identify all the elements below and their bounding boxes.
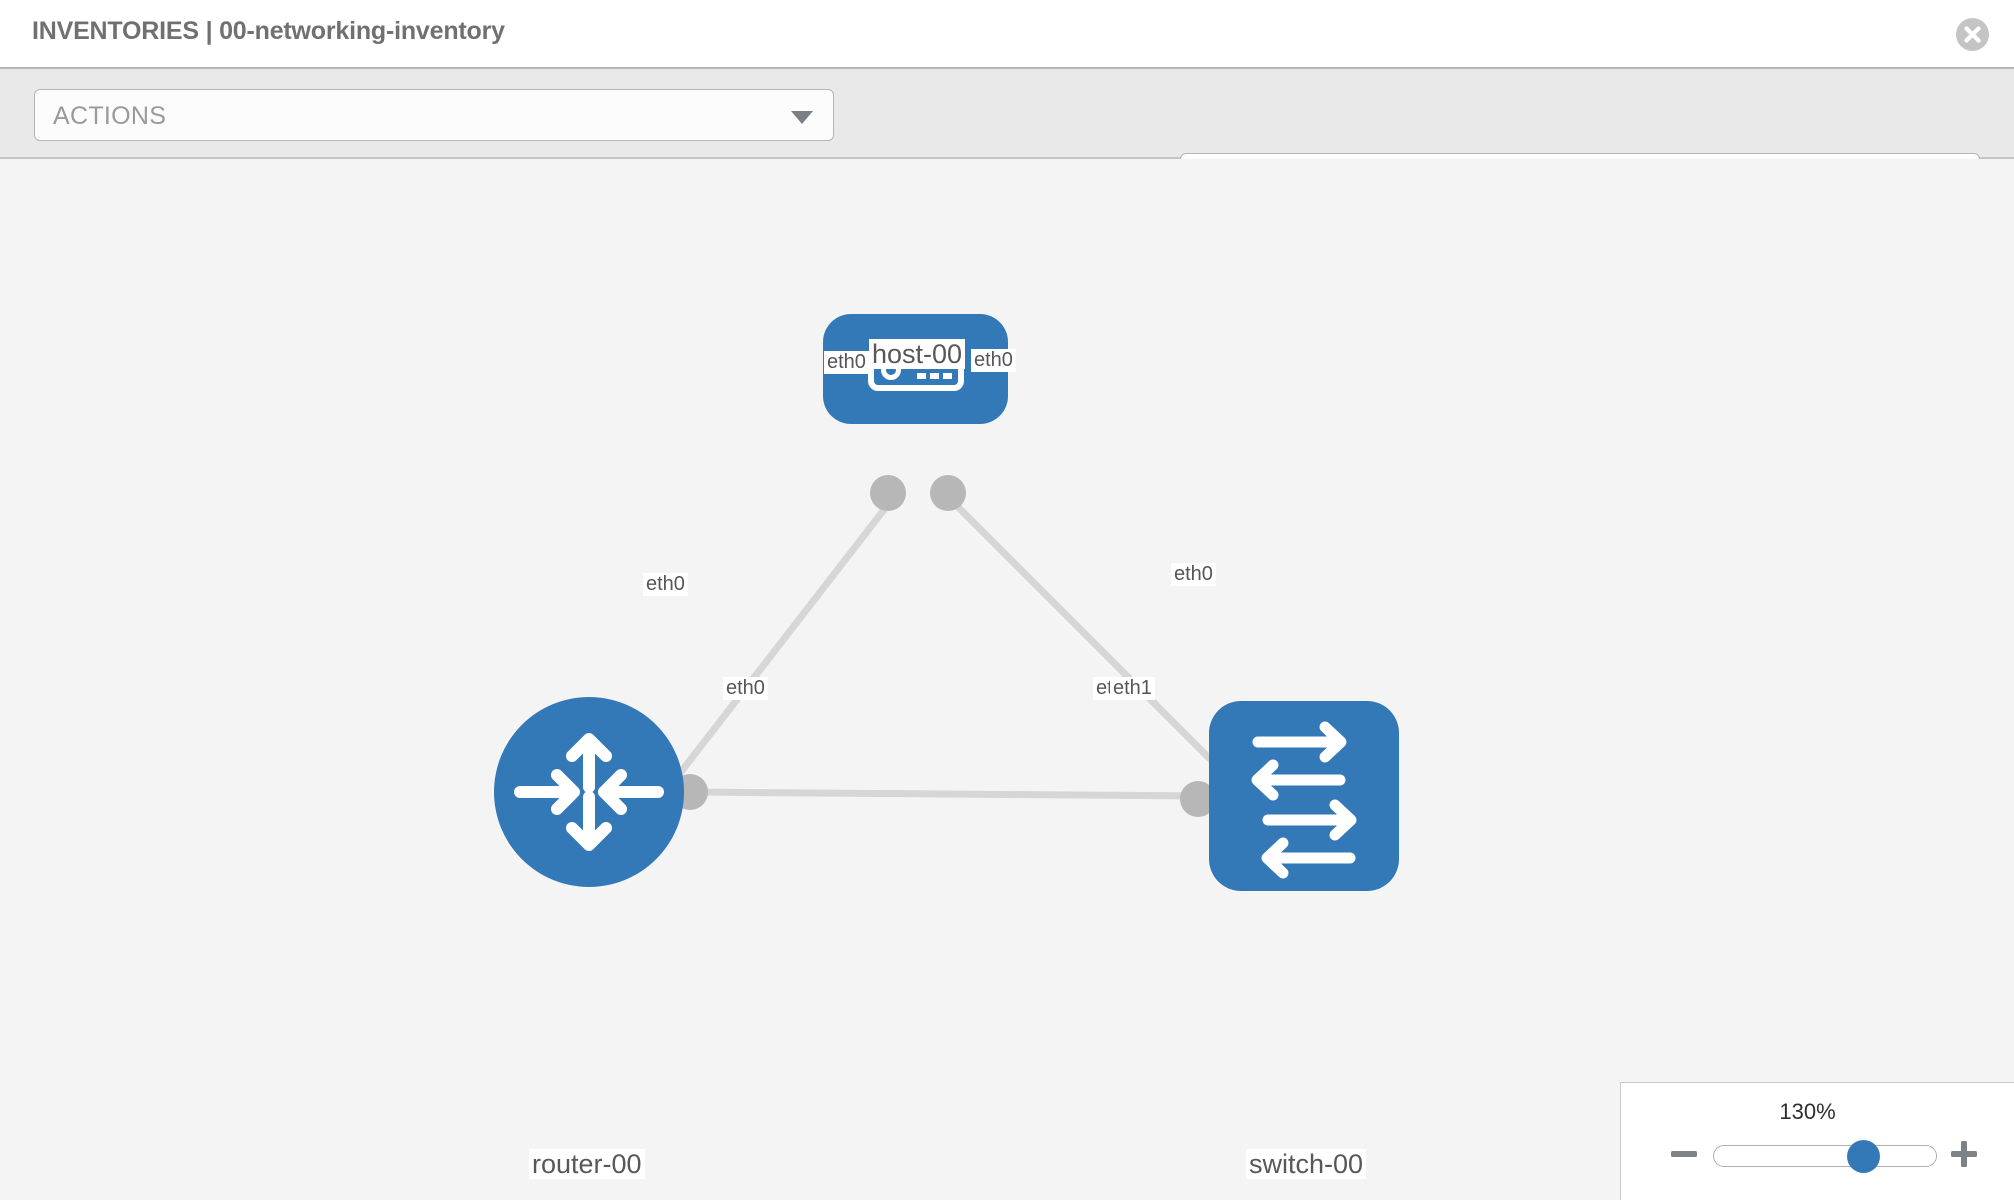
zoom-control-panel: 130% (1620, 1082, 2014, 1200)
link-host-switch (937, 486, 1235, 784)
zoom-level-value: 130% (1779, 1099, 1836, 1124)
link-host-router (657, 486, 903, 802)
iface-label-switch-host: eth0 (1171, 563, 1216, 586)
node-label-switch-00: switch-00 (1246, 1149, 1367, 1180)
iface-label-host-switch: eth0 (971, 349, 1016, 372)
node-router-00 (494, 697, 684, 887)
zoom-out-button[interactable] (1669, 1139, 1699, 1169)
topology-links (657, 486, 1235, 802)
port-marker (1180, 781, 1216, 817)
iface-label-router-switch: eth0 (723, 677, 768, 700)
node-switch-00 (1209, 701, 1399, 891)
switch-arrows-icon (1251, 721, 1357, 879)
close-circle-icon[interactable] (1956, 18, 1989, 51)
node-label-router-00: router-00 (529, 1149, 645, 1180)
port-marker (930, 475, 966, 511)
actions-dropdown-label: ACTIONS (53, 102, 167, 130)
iface-label-host-router: eth0 (824, 351, 869, 374)
link-router-switch (689, 788, 1201, 800)
zoom-slider[interactable] (1713, 1140, 1937, 1173)
actions-dropdown[interactable]: ACTIONS (34, 89, 834, 141)
page-title: INVENTORIES | 00-networking-inventory (32, 17, 505, 45)
iface-label-router-host: eth0 (643, 573, 688, 596)
topology-graph (494, 314, 1399, 891)
toolbar: ACTIONS SEARCH (0, 69, 2014, 205)
chevron-down-icon (791, 111, 813, 124)
topology-ports (672, 475, 1250, 817)
page-header: INVENTORIES | 00-networking-inventory (0, 0, 2014, 69)
iface-label-switch-router-eth1: eth1 (1110, 677, 1155, 700)
zoom-in-button[interactable] (1949, 1139, 1979, 1169)
topology-canvas[interactable]: eth0 host-00 eth0 eth0 eth0 eth0 eth0 et… (0, 159, 2014, 1200)
router-arrows-icon (514, 733, 664, 851)
node-label-host-00: host-00 (869, 339, 966, 370)
zoom-slider-thumb[interactable] (1846, 1140, 1880, 1173)
port-marker (870, 475, 906, 511)
